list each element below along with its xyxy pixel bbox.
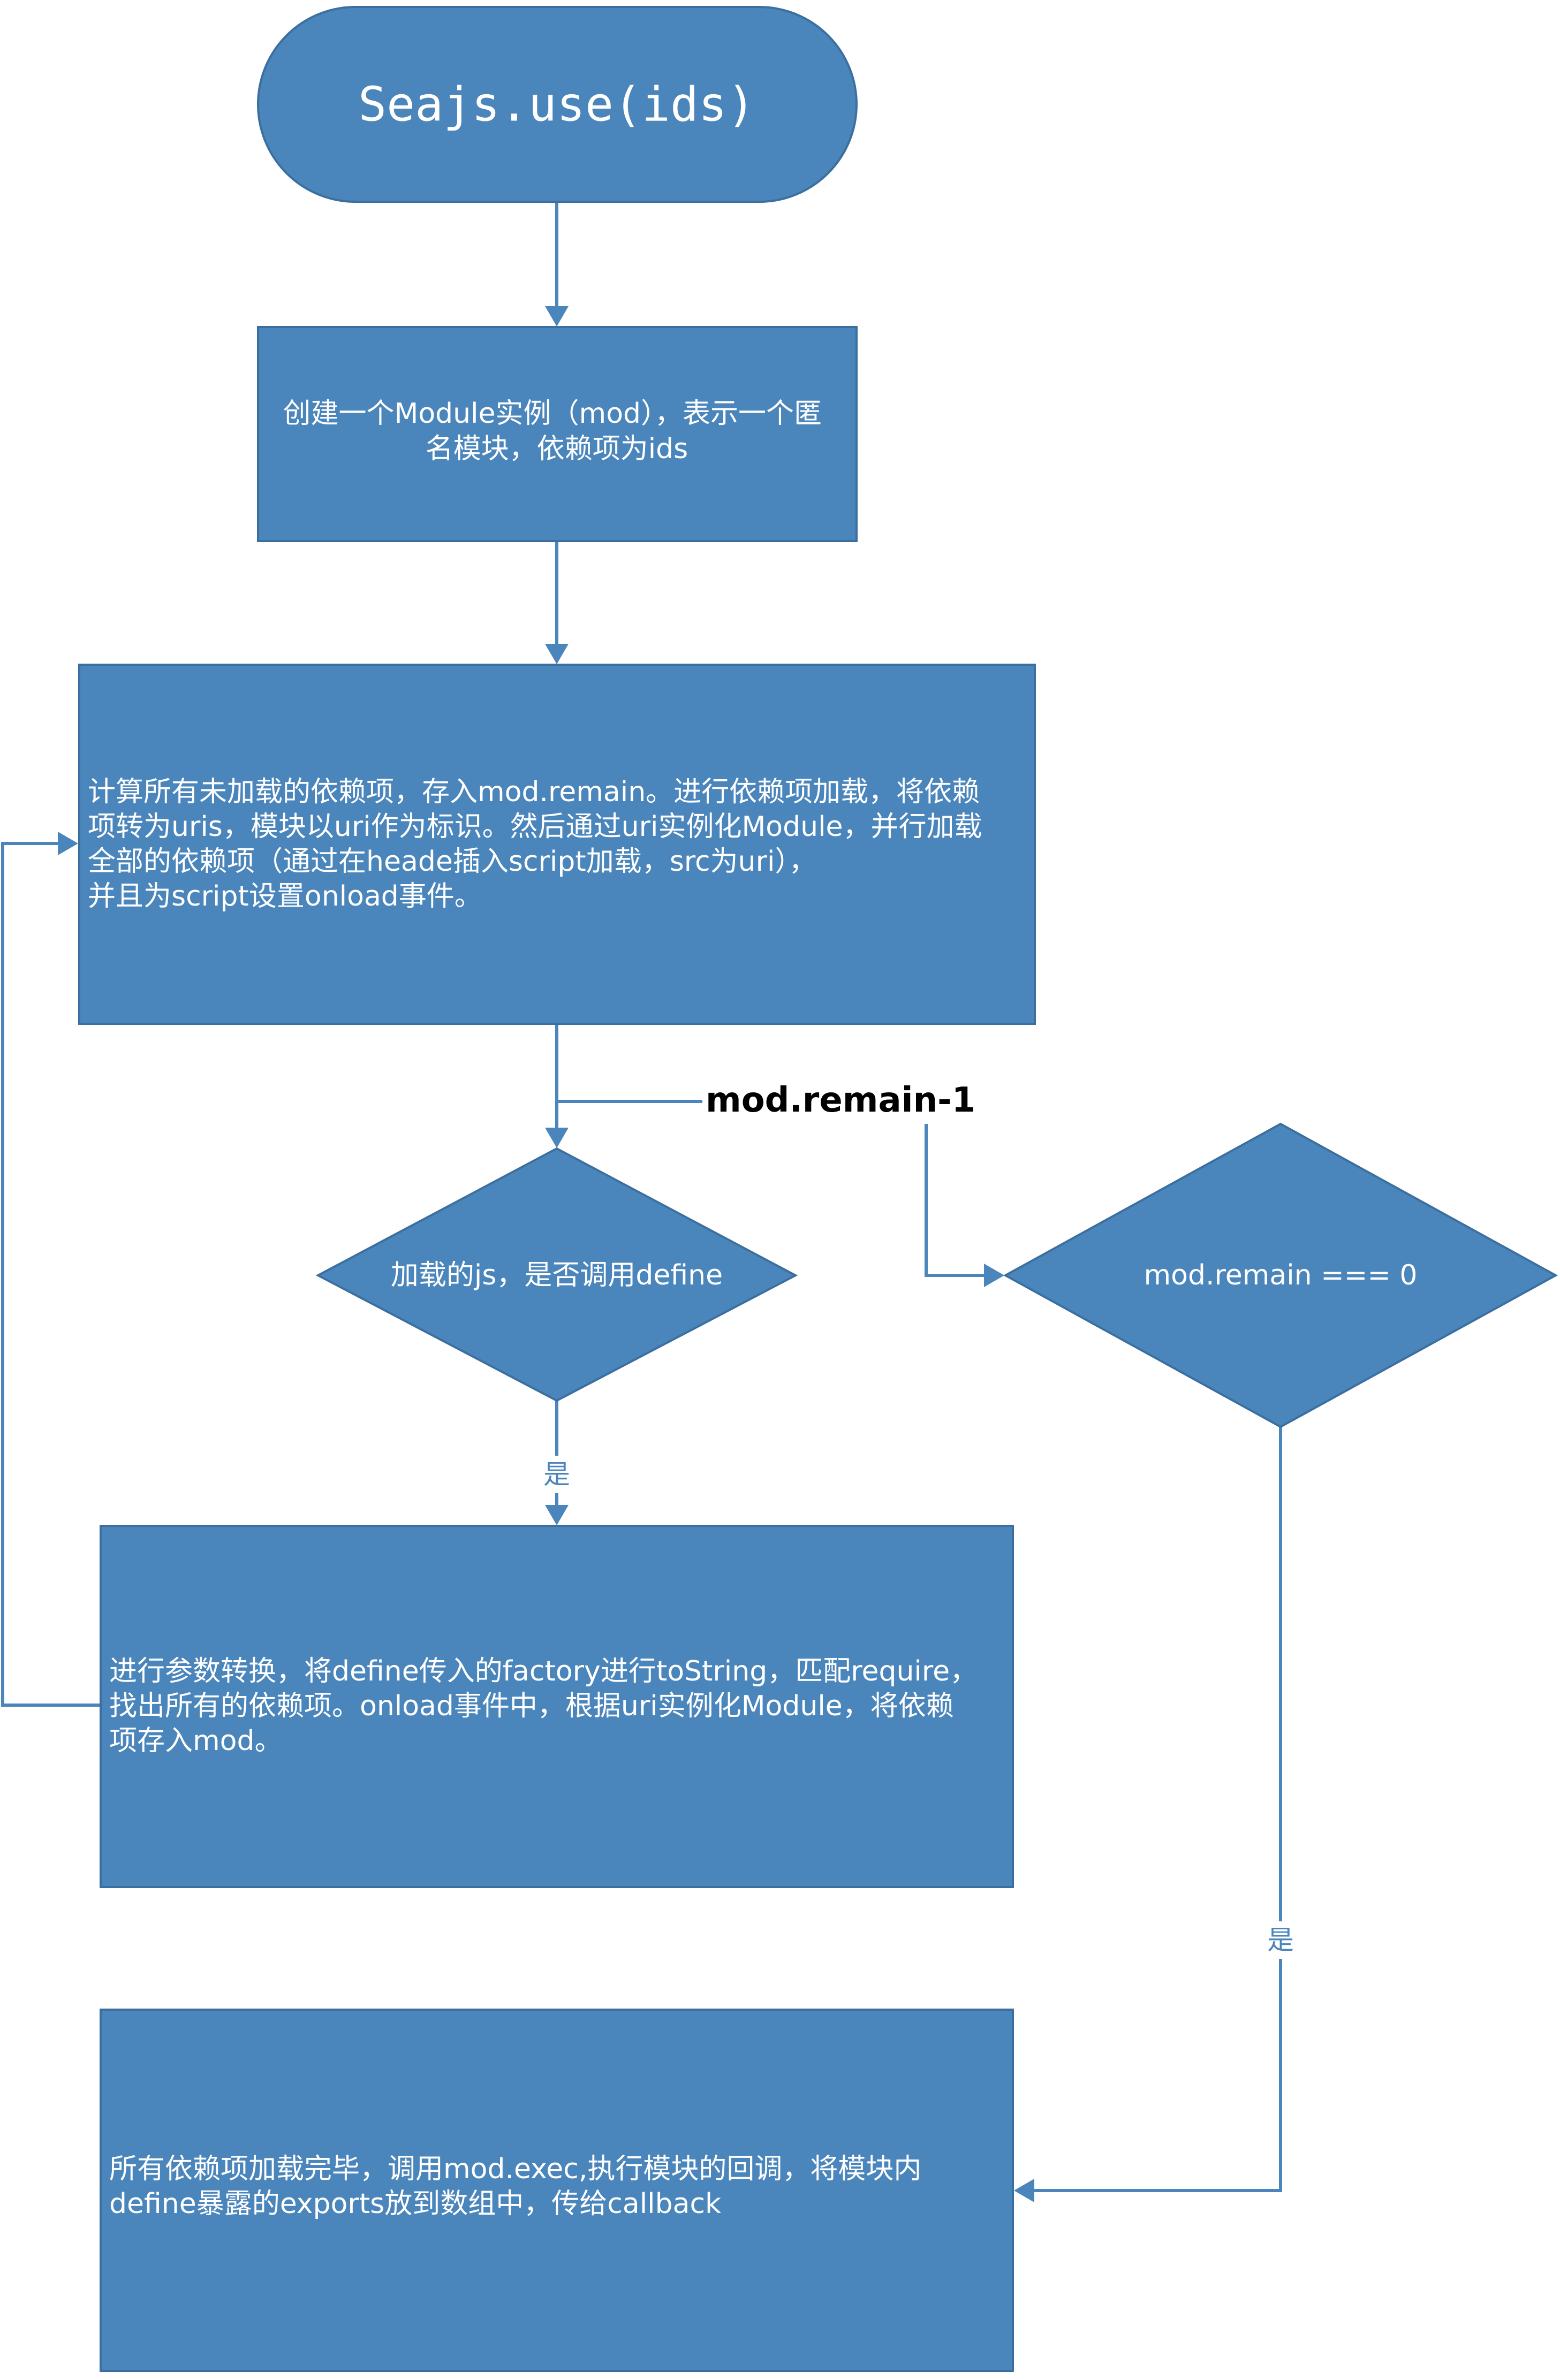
arrowhead-step1 <box>545 306 569 326</box>
edge-labels: 是 是 mod.remain-1 <box>538 1077 1299 1959</box>
decision-define-diamond <box>315 1147 798 1402</box>
arrowhead-decision-remain <box>984 1264 1004 1287</box>
step2-text: 计算所有未加载的依赖项，存入mod.remain。进行依赖项加载，将依赖 项转为… <box>88 776 991 913</box>
decision-remain-diamond <box>1003 1122 1558 1428</box>
decision-define-label: 加载的js，是否调用define <box>391 1259 723 1291</box>
start-terminator <box>257 6 858 203</box>
arrowhead-loop-step2 <box>58 832 78 855</box>
step3-text: 进行参数转换，将define传入的factory进行toString，匹配req… <box>109 1655 987 1757</box>
decision-define-node: 加载的js，是否调用define <box>315 1147 798 1402</box>
step1-box <box>257 326 858 542</box>
connector-decision-remain-to-step4 <box>1034 1427 1282 2192</box>
step2-line-4: 并且为script设置onload事件。 <box>88 880 482 913</box>
step1-line-2: 名模块，依赖项为ids <box>426 433 688 465</box>
step2-node: 计算所有未加载的依赖项，存入mod.remain。进行依赖项加载，将依赖 项转为… <box>78 664 1036 1025</box>
connector-loop-step3-to-step2 <box>1 842 101 1707</box>
step1-line-1: 创建一个Module实例（mod），表示一个匿 <box>283 398 822 430</box>
step1-text: 创建一个Module实例（mod），表示一个匿 名模块，依赖项为ids <box>283 398 830 465</box>
step4-text: 所有依赖项加载完毕，调用mod.exec,执行模块的回调，将模块内 define… <box>109 2153 930 2220</box>
arrowhead-step2 <box>545 644 569 664</box>
step4-line-1: 所有依赖项加载完毕，调用mod.exec,执行模块的回调，将模块内 <box>109 2153 921 2185</box>
decision-remain-label: mod.remain === 0 <box>1144 1259 1417 1291</box>
step3-line-3: 项存入mod。 <box>109 1725 282 1757</box>
edge-label-yes-define: 是 <box>543 1459 570 1490</box>
step4-node: 所有依赖项加载完毕，调用mod.exec,执行模块的回调，将模块内 define… <box>100 2009 1014 2372</box>
arrowhead-step4 <box>1014 2179 1034 2202</box>
step2-line-3: 全部的依赖项（通过在heade插入script加载，src为uri）， <box>88 846 816 878</box>
start-label: Seajs.use(ids) <box>358 77 755 132</box>
step3-line-1: 进行参数转换，将define传入的factory进行toString，匹配req… <box>109 1655 978 1687</box>
step3-line-2: 找出所有的依赖项。onload事件中，根据uri实例化Module，将依赖 <box>109 1690 954 1722</box>
start-node: Seajs.use(ids) <box>257 6 858 203</box>
step3-box <box>100 1525 1014 1888</box>
step4-box <box>100 2009 1014 2372</box>
edge-label-remain-minus: mod.remain-1 <box>706 1081 975 1120</box>
step2-line-2: 项转为uris，模块以uri作为标识。然后通过uri实例化Module，并行加载 <box>88 811 982 843</box>
step1-node: 创建一个Module实例（mod），表示一个匿 名模块，依赖项为ids <box>257 326 858 542</box>
step2-line-1: 计算所有未加载的依赖项，存入mod.remain。进行依赖项加载，将依赖 <box>88 776 980 808</box>
step4-line-2: define暴露的exports放到数组中，传给callback <box>109 2188 721 2220</box>
edge-label-yes-remain: 是 <box>1267 1925 1294 1956</box>
decision-remain-node: mod.remain === 0 <box>1003 1122 1558 1428</box>
step2-box <box>78 664 1036 1025</box>
arrowhead-decision-define <box>545 1128 569 1148</box>
arrowhead-step3 <box>545 1505 569 1525</box>
step3-node: 进行参数转换，将define传入的factory进行toString，匹配req… <box>100 1525 1014 1888</box>
